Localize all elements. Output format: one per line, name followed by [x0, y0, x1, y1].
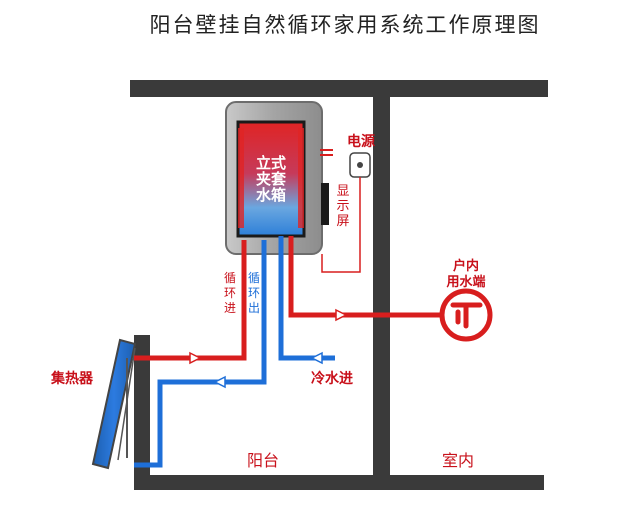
loop-in-pipe — [134, 240, 247, 361]
floor-wall — [134, 475, 544, 490]
outlet-label-1: 户内 — [453, 258, 479, 274]
arrow-icon — [335, 308, 348, 322]
ceiling-wall — [130, 80, 548, 97]
jacket-strip-right — [298, 128, 304, 228]
power-socket-icon — [357, 162, 363, 168]
loop-in-label-2: 环 — [224, 286, 236, 300]
loop-in-label-1: 循 — [224, 271, 236, 285]
balcony-label: 阳台 — [247, 451, 279, 470]
tank-label-line-2: 夹套 — [256, 170, 287, 188]
power-label: 电源 — [347, 133, 375, 150]
diagram-title: 阳台壁挂自然循环家用系统工作原理图 — [150, 13, 541, 37]
loop-in-label-3: 进 — [224, 301, 236, 315]
power-terminals — [320, 149, 333, 156]
display-screen — [321, 183, 329, 225]
tank-label-line-1: 立式 — [256, 154, 286, 172]
partition-wall — [373, 97, 390, 475]
balcony-railing — [134, 335, 150, 480]
indoor-label: 室内 — [442, 451, 474, 470]
display-label-3: 屏 — [336, 214, 349, 229]
tank-label-line-3: 水箱 — [256, 186, 286, 204]
jacket-tank — [236, 120, 306, 238]
hot-out-pipe — [288, 236, 440, 318]
loop-out-label-3: 出 — [248, 301, 260, 315]
solar-collector — [91, 338, 137, 470]
arrow-icon — [310, 351, 323, 365]
arrow-icon — [213, 375, 226, 389]
power-wire — [321, 177, 361, 273]
loop-out-pipe — [134, 240, 267, 468]
arrow-icon — [189, 351, 202, 365]
cold-in-label: 冷水进 — [311, 370, 353, 387]
loop-out-label-2: 环 — [248, 286, 260, 300]
loop-out-label-1: 循 — [248, 271, 260, 285]
jacket-strip-left — [238, 128, 244, 228]
outlet-label-2: 用水端 — [445, 274, 485, 290]
display-label-1: 显 — [336, 184, 349, 199]
collector-label: 集热器 — [50, 370, 94, 387]
display-label-2: 示 — [336, 199, 349, 214]
collector-brace — [117, 347, 136, 461]
faucet-icon — [450, 302, 483, 329]
